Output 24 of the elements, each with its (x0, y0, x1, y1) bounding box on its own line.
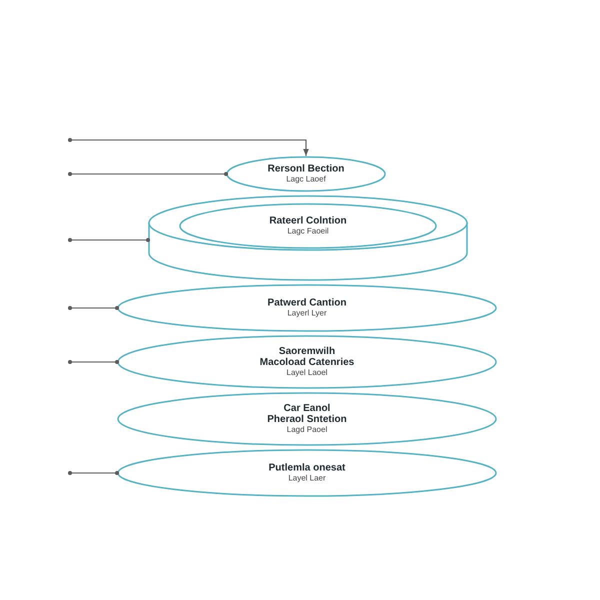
layer-title: Car Eanol Pheraol Sntetion (266, 403, 348, 425)
leader-line (68, 238, 150, 242)
layer-title: Rateerl Colntion (269, 216, 347, 226)
cylinder-layer (148, 195, 468, 281)
layer-subtitle: Lagd Paoel (286, 425, 328, 435)
leader-line (68, 470, 120, 476)
layer-title: Rersonl Bection (268, 164, 344, 174)
leader-line (68, 172, 228, 176)
layer-subtitle: Layerl Lyer (287, 308, 327, 318)
layer-subtitle: Layel Laer (288, 474, 326, 484)
layer-title: Saoremwilh Macoload Catenries (258, 346, 356, 368)
ellipse-layer (226, 156, 386, 192)
layer-title: Putlemla onesat (268, 462, 346, 474)
layer-subtitle: Lagc Faoeil (287, 226, 329, 236)
leader-line (68, 306, 120, 310)
layer-subtitle: Layel Laoel (286, 368, 328, 378)
ellipse-layer (117, 449, 497, 497)
ellipse-layer (117, 392, 497, 446)
ellipse-layer (117, 335, 497, 389)
leader-line (68, 360, 120, 364)
layer-subtitle: Lagc Laoef (286, 174, 326, 184)
leader-line (68, 138, 309, 156)
ellipse-layer (117, 284, 497, 332)
layer-title: Patwerd Cantion (268, 298, 346, 308)
